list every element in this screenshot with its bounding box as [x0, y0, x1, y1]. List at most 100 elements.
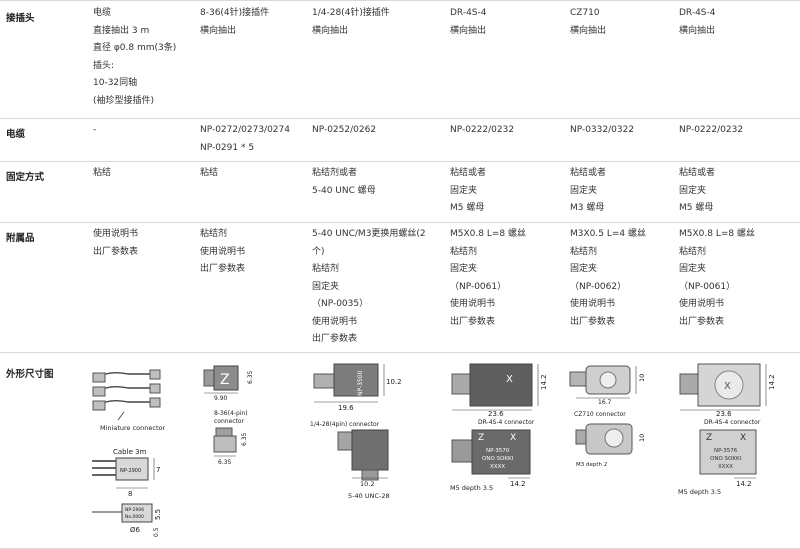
- cell-line: 使用说明书: [312, 316, 358, 327]
- cell-line: DR-4S-4: [679, 8, 716, 18]
- sensor-serial-text-b: XXXX: [718, 464, 733, 470]
- cell-line: 粘结或者: [570, 168, 607, 178]
- cell-line: 粘结: [200, 168, 219, 178]
- dim-width-8: 8: [128, 490, 132, 498]
- row-header-cable: 电缆: [6, 129, 26, 140]
- sensor-brand-text-b: ONO SOKKI: [710, 456, 742, 462]
- cell-accessories-col6: M5X0.8 L=8 螺丝 粘结剂 固定夹 （NP-0061） 使用说明书 出厂…: [679, 226, 755, 331]
- dim-width-19-6: 19.6: [338, 404, 354, 412]
- cell-line: 直接抽出 3 m: [93, 25, 150, 36]
- cell-line: 出厂参数表: [200, 264, 246, 274]
- connector-dr4s4-label-b: DR-4S-4 connector: [704, 419, 761, 426]
- drawing-8-36-sensor: Z 6.35 9.90 8-36(4-pin) connector 6.35 6…: [198, 360, 293, 470]
- cell-line: 固定夹: [450, 264, 478, 274]
- cell-line: M5X0.8 L=8 螺丝: [450, 229, 526, 239]
- cell-line: NP-0252/0262: [312, 125, 377, 135]
- row-divider: [0, 118, 800, 119]
- cell-line: M3X0.5 L=4 螺丝: [570, 229, 646, 239]
- cell-line: 粘结或者: [679, 168, 716, 178]
- svg-text:Z: Z: [478, 433, 484, 443]
- cell-accessories-col2: 粘结剂 使用说明书 出厂参数表: [200, 226, 245, 279]
- row-header-fixing: 固定方式: [6, 172, 45, 183]
- cell-line: 粘结: [93, 168, 112, 178]
- cell-cable-col4: NP-0222/0232: [450, 122, 514, 140]
- dim-height-10-b: 10: [638, 434, 646, 442]
- cell-accessories-col5: M3X0.5 L=4 螺丝 粘结剂 固定夹 （NP-0062） 使用说明书 出厂…: [570, 226, 646, 331]
- row-divider: [0, 161, 800, 162]
- dim-height-10-2: 10.2: [386, 378, 402, 386]
- cell-line: 使用说明书: [450, 299, 496, 309]
- row-divider: [0, 0, 800, 1]
- cell-fixing-col5: 粘结或者 固定夹 M3 螺母: [570, 165, 606, 218]
- cell-line: CZ710: [570, 8, 600, 18]
- dim-width-9-90: 9.90: [214, 395, 228, 402]
- sensor-model-text-b: NP-3576: [714, 448, 738, 454]
- cell-line: 出厂参数表: [679, 316, 725, 327]
- connector-label: connector: [214, 418, 245, 425]
- cell-line: 插头:: [93, 60, 115, 71]
- connector-1-4-28-label: 1/4-28(4pin) connector: [310, 421, 380, 428]
- svg-text:NP-3500: NP-3500: [357, 370, 364, 396]
- dim-width-23-6-b: 23.6: [716, 410, 732, 418]
- cell-line: 横向抽出: [312, 25, 349, 36]
- cell-line: 固定夹: [679, 264, 707, 274]
- row-divider: [0, 352, 800, 353]
- cell-line: 横向抽出: [200, 25, 237, 36]
- cell-line: 5-40 UNC/M3更换用螺丝(2: [312, 229, 426, 239]
- dim-width-6-35: 6.35: [218, 459, 232, 466]
- dim-height-14-2-b: 14.2: [768, 374, 776, 390]
- svg-text:Z: Z: [706, 433, 712, 443]
- cell-fixing-col2: 粘结: [200, 165, 218, 183]
- cell-fixing-col6: 粘结或者 固定夹 M5 螺母: [679, 165, 715, 218]
- cell-line: 使用说明书: [200, 246, 246, 257]
- svg-text:X: X: [740, 433, 746, 443]
- cell-line: 粘结或者: [450, 168, 487, 178]
- cell-connector-col4: DR-4S-4 横向抽出: [450, 5, 486, 40]
- cell-line: DR-4S-4: [450, 8, 487, 18]
- cell-line: 粘结剂: [312, 264, 340, 274]
- cell-line: 粘结剂: [679, 246, 707, 257]
- cell-accessories-col1: 使用说明书 出厂参数表: [93, 226, 138, 261]
- row-header-dimensions: 外形尺寸图: [6, 369, 54, 380]
- drawing-dr4s4-sensor-2: X 14.2 23.6 DR-4S-4 connector Z X NP-357…: [676, 360, 796, 498]
- cell-line: 固定夹: [312, 281, 340, 292]
- cell-line: -: [93, 125, 97, 135]
- cell-line: 出厂参数表: [570, 316, 616, 327]
- dim-width-16-7: 16.7: [598, 399, 612, 406]
- sensor-serial-text: XXXX: [490, 464, 505, 470]
- cell-connector-col3: 1/4-28(4针)接插件 横向抽出: [312, 5, 390, 40]
- cell-line: 横向抽出: [570, 25, 607, 36]
- connector-dr4s4-label: DR-4S-4 connector: [478, 419, 535, 426]
- dim-0-5: 0.5: [153, 527, 160, 537]
- cell-line: M5 螺母: [679, 203, 714, 213]
- cell-line: 固定夹: [570, 264, 598, 274]
- cell-fixing-col1: 粘结: [93, 165, 111, 183]
- cell-cable-col3: NP-0252/0262: [312, 122, 376, 140]
- cell-line: M5 螺母: [450, 203, 485, 213]
- svg-text:NP-2906: NP-2906: [125, 507, 144, 513]
- drawing-dr4s4-sensor: X 14.2 23.6 DR-4S-4 connector Z X NP-357…: [448, 360, 566, 498]
- cell-line: 电缆: [93, 8, 112, 18]
- cable-length-label: Cable 3m: [113, 448, 147, 456]
- cell-line: NP-0332/0322: [570, 125, 635, 135]
- cell-line: (袖珍型接插件): [93, 95, 155, 106]
- dim-diameter-6: Ø6: [130, 526, 141, 534]
- cell-line: 粘结剂: [570, 246, 598, 257]
- svg-text:X: X: [510, 433, 516, 443]
- dim-width-23-6: 23.6: [488, 410, 504, 418]
- cell-line: （NP-0061）: [450, 281, 507, 292]
- cell-connector-col5: CZ710 横向抽出: [570, 5, 606, 40]
- cell-cable-col5: NP-0332/0322: [570, 122, 634, 140]
- connector-8-36-label: 8-36(4-pin): [214, 410, 248, 417]
- cell-cable-col6: NP-0222/0232: [679, 122, 743, 140]
- cell-line: 个): [312, 246, 325, 257]
- sensor-brand-text: ONO SOKKI: [482, 456, 514, 462]
- cell-line: 使用说明书: [679, 299, 725, 309]
- cell-line: NP-0222/0232: [679, 125, 744, 135]
- cell-accessories-col3: 5-40 UNC/M3更换用螺丝(2 个) 粘结剂 固定夹 （NP-0035） …: [312, 226, 426, 349]
- cell-line: 1/4-28(4针)接插件: [312, 8, 390, 18]
- cell-line: 出厂参数表: [312, 334, 358, 344]
- svg-text:X: X: [506, 374, 513, 385]
- dim-height-7: 7: [156, 466, 160, 474]
